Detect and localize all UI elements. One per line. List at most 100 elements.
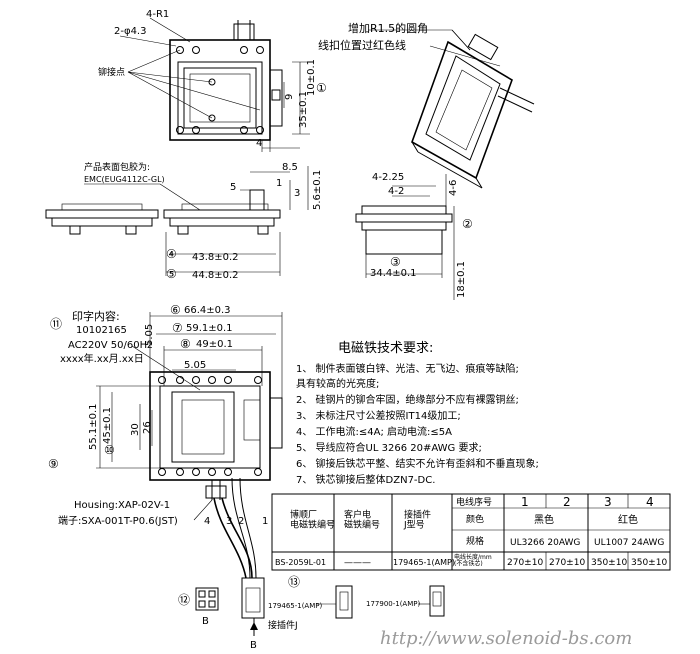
- callout-1: ①: [316, 81, 327, 95]
- dim-5-05-b: 5.05: [184, 360, 206, 371]
- callout-13: ⑬: [288, 575, 300, 589]
- dim-44-8: 44.8±0.2: [192, 270, 239, 281]
- wire-4: 4: [646, 495, 654, 509]
- dim-35: 35±0.1: [298, 91, 309, 128]
- dim-4-2-25: 4-2.25: [372, 172, 404, 183]
- wire-num-2: 2: [238, 516, 244, 527]
- callout-3: ③: [390, 255, 401, 269]
- callout-12: ⑫: [178, 593, 190, 607]
- wire-num-1: 1: [262, 516, 268, 527]
- spec-ul1007: UL1007 24AWG: [594, 538, 664, 548]
- req-6: 6、 铆接后铁芯平整、结实不允许有歪斜和不垂直现象;: [296, 457, 539, 470]
- wire-2: 2: [563, 495, 571, 509]
- label-b-left: B: [202, 616, 209, 627]
- dim-8-5: 8.5: [282, 162, 298, 173]
- wire-1: 1: [521, 495, 529, 509]
- th-spec: 规格: [466, 535, 484, 547]
- len-2: 270±10: [549, 558, 585, 568]
- print-title: 印字内容:: [72, 309, 120, 323]
- dim-3: 3: [294, 188, 300, 199]
- callout-5: ⑤: [166, 267, 177, 281]
- wire-num-4: 4: [204, 516, 210, 527]
- dim-30: 30: [130, 423, 141, 436]
- th-color: 颜色: [466, 513, 484, 525]
- req-4: 4、 工作电流:≤4A; 启动电流:≤5A: [296, 425, 452, 438]
- th-wire-no: 电线序号: [456, 496, 492, 508]
- dim-10: 10±0.1: [306, 59, 317, 96]
- req-2: 2、 硅钢片的铆合牢固，绝缘部分不应有裸露铜丝;: [296, 393, 519, 406]
- dim-66-4: 66.4±0.3: [184, 305, 231, 316]
- connector-12: [195, 587, 219, 611]
- req-1: 1、 制件表面镀白锌、光洁、无飞边、痕痕等缺陷;: [296, 362, 519, 375]
- requirements-title: 电磁铁技术要求:: [338, 341, 433, 356]
- row-customer: ———: [344, 558, 371, 568]
- amp-177900: 177900-1(AMP): [366, 600, 420, 608]
- dim-4-6: 4-6: [448, 180, 459, 196]
- callout-2: ②: [462, 217, 473, 231]
- front-view-bottom: [96, 312, 283, 636]
- label-b-bottom: B: [250, 640, 257, 651]
- req-1b: 具有较高的光亮度;: [296, 377, 379, 390]
- callout-8: ⑧: [180, 337, 191, 351]
- amp-plug-2: [418, 585, 445, 617]
- print-line-3: xxxx年.xx月.xx日: [60, 352, 144, 365]
- side-view-middle: [163, 166, 309, 235]
- color-black: 黑色: [534, 513, 554, 526]
- terminal-label: 端子:SXA-001T-P0.6(JST): [58, 514, 178, 527]
- dim-5-6: 5.6±0.1: [312, 170, 323, 210]
- len-1: 270±10: [507, 558, 543, 568]
- dim-59-1: 59.1±0.1: [186, 323, 233, 334]
- rivet-label: 铆接点: [98, 66, 125, 78]
- dim-2-phi: 2-φ4.3: [114, 26, 146, 37]
- callout-11: ⑪: [50, 317, 62, 331]
- th-length: 电线长度/mm(不含铁芯): [454, 553, 492, 568]
- iso-note-1: 增加R1.5的圆角: [348, 21, 428, 35]
- plug-label: 接插件J: [268, 619, 298, 631]
- dim-34-4: 34.4±0.1: [370, 268, 417, 279]
- print-line-2: AC220V 50/60Hz: [68, 340, 152, 351]
- dim-5: 5: [230, 182, 236, 193]
- spec-table: [271, 493, 671, 571]
- spec-ul3266: UL3266 20AWG: [510, 538, 580, 548]
- th-customer: 客户电磁铁编号: [344, 509, 380, 531]
- isometric-view: [368, 29, 535, 189]
- dim-9: 9: [284, 94, 295, 100]
- iso-note-2: 线扣位置过红色线: [318, 38, 406, 52]
- req-7: 7、 铁芯铆接后整体DZN7-DC.: [296, 473, 435, 486]
- front-view-top: [119, 17, 310, 152]
- req-3: 3、 未标注尺寸公差按照IT14级加工;: [296, 409, 461, 422]
- row-connector: 179465-1(AMP): [393, 558, 455, 567]
- color-red: 红色: [618, 513, 638, 526]
- req-5: 5、 导线应符合UL 3266 20#AWG 要求;: [296, 441, 482, 454]
- amp-plug-1: [316, 585, 353, 619]
- wire-3: 3: [604, 495, 612, 509]
- print-line-1: 10102165: [76, 325, 127, 336]
- dim-1: 1: [276, 178, 282, 189]
- callout-6: ⑥: [170, 303, 181, 317]
- th-bs: 博顺厂电磁铁编号: [290, 509, 335, 531]
- housing-label: Housing:XAP-02V-1: [74, 500, 170, 511]
- side-view-left: [45, 203, 159, 235]
- dim-55-1: 55.1±0.1: [88, 403, 99, 450]
- section-note-1: 产品表面包胶为:: [84, 161, 150, 173]
- dim-4-2: 4-2: [388, 186, 404, 197]
- dim-4: 4: [256, 138, 262, 149]
- callout-4: ④: [166, 247, 177, 261]
- callout-9: ⑨: [48, 457, 59, 471]
- side-view-right: [355, 174, 453, 255]
- callout-10: ⑩: [104, 443, 115, 457]
- wire-num-3: 3: [226, 516, 232, 527]
- amp-179465: 179465-1(AMP): [268, 602, 322, 610]
- callout-7: ⑦: [172, 321, 183, 335]
- dim-49: 49±0.1: [196, 339, 233, 350]
- dim-4-r1: 4-R1: [146, 9, 169, 20]
- dim-18: 18±0.1: [456, 261, 467, 298]
- dim-5-05-a: 5.05: [144, 324, 155, 346]
- dim-43-8: 43.8±0.2: [192, 252, 239, 263]
- len-3: 350±10: [591, 558, 627, 568]
- watermark: http://www.solenoid-bs.com: [380, 628, 632, 649]
- section-note-2: EMC(EUG4112C-GL): [84, 175, 165, 184]
- row-bs: BS-2059L-01: [275, 558, 326, 567]
